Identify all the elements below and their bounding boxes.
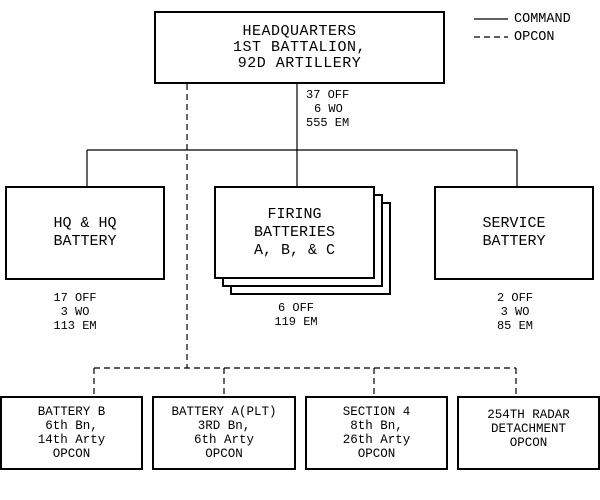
firing-batteries-strength: 6 OFF 119 EM xyxy=(256,301,336,329)
firing-batteries-strength-em: 119 EM xyxy=(274,315,318,329)
opcon-unit-line: OPCON xyxy=(357,447,396,461)
hq-battery-strength-em: 113 EM xyxy=(53,319,97,333)
firing-batteries-line-1: FIRING xyxy=(267,205,322,223)
firing-batteries-line-2: BATTERIES xyxy=(253,223,335,241)
opcon-unit-battery-b: BATTERY B 6th Bn, 14th Arty OPCON xyxy=(0,396,143,470)
opcon-unit-line: 6th Bn, xyxy=(45,419,98,433)
headquarters-strength: 37 OFF 6 WO 555 EM xyxy=(306,88,349,130)
hq-strength-off: 37 OFF xyxy=(306,88,350,102)
command-lines xyxy=(86,84,518,186)
opcon-unit-line: 14th Arty xyxy=(37,433,106,447)
hq-battery-strength-off: 17 OFF xyxy=(53,291,97,305)
opcon-unit-line: 6th Arty xyxy=(193,433,254,447)
hq-strength-em: 555 EM xyxy=(306,116,350,130)
opcon-unit-line: OPCON xyxy=(52,447,91,461)
service-battery-strength-em: 85 EM xyxy=(496,319,533,333)
hq-line-3: 92D ARTILLERY xyxy=(237,54,362,72)
hq-line-1: HEADQUARTERS xyxy=(242,22,357,40)
opcon-unit-line: 26th Arty xyxy=(342,433,411,447)
opcon-unit-battery-a-plt: BATTERY A(PLT) 3RD Bn, 6th Arty OPCON xyxy=(152,396,296,470)
opcon-unit-line: OPCON xyxy=(509,436,548,450)
service-battery-box: SERVICE BATTERY xyxy=(434,186,594,280)
opcon-unit-line: BATTERY A(PLT) xyxy=(171,405,277,419)
firing-batteries-strength-off: 6 OFF xyxy=(277,301,314,315)
firing-batteries-line-3: A, B, & C xyxy=(253,241,335,259)
hq-battery-strength: 17 OFF 3 WO 113 EM xyxy=(35,291,115,333)
opcon-unit-line: SECTION 4 xyxy=(342,405,411,419)
opcon-unit-section-4: SECTION 4 8th Bn, 26th Arty OPCON xyxy=(305,396,448,470)
service-battery-line-1: SERVICE xyxy=(482,215,546,232)
service-battery-line-2: BATTERY xyxy=(482,233,546,250)
headquarters-box: HEADQUARTERS 1ST BATTALION, 92D ARTILLER… xyxy=(154,11,445,84)
opcon-unit-line: DETACHMENT xyxy=(490,422,566,436)
legend: COMMAND OPCON xyxy=(514,11,571,47)
opcon-lines xyxy=(93,84,517,396)
opcon-unit-line: 8th Bn, xyxy=(350,419,403,433)
hq-battery-line-2: BATTERY xyxy=(53,233,117,250)
service-battery-strength-off: 2 OFF xyxy=(496,291,533,305)
hq-strength-wo: 6 WO xyxy=(314,102,343,116)
opcon-unit-radar-detachment: 254TH RADAR DETACHMENT OPCON xyxy=(457,396,600,470)
hq-battery-strength-wo: 3 WO xyxy=(60,305,90,319)
legend-opcon-label: OPCON xyxy=(514,30,555,45)
service-battery-strength-wo: 3 WO xyxy=(500,305,530,319)
opcon-unit-line: OPCON xyxy=(205,447,243,461)
hq-battery-line-1: HQ & HQ xyxy=(53,215,117,232)
opcon-unit-line: 254TH RADAR xyxy=(487,408,570,422)
opcon-unit-line: BATTERY B xyxy=(37,405,106,419)
service-battery-strength: 2 OFF 3 WO 85 EM xyxy=(475,291,555,333)
hq-battery-box: HQ & HQ BATTERY xyxy=(5,186,165,280)
legend-command-label: COMMAND xyxy=(514,12,571,27)
hq-line-2: 1ST BATTALION, xyxy=(232,38,367,56)
firing-batteries-box: FIRING BATTERIES A, B, & C xyxy=(214,186,375,279)
opcon-unit-line: 3RD Bn, xyxy=(197,419,251,433)
